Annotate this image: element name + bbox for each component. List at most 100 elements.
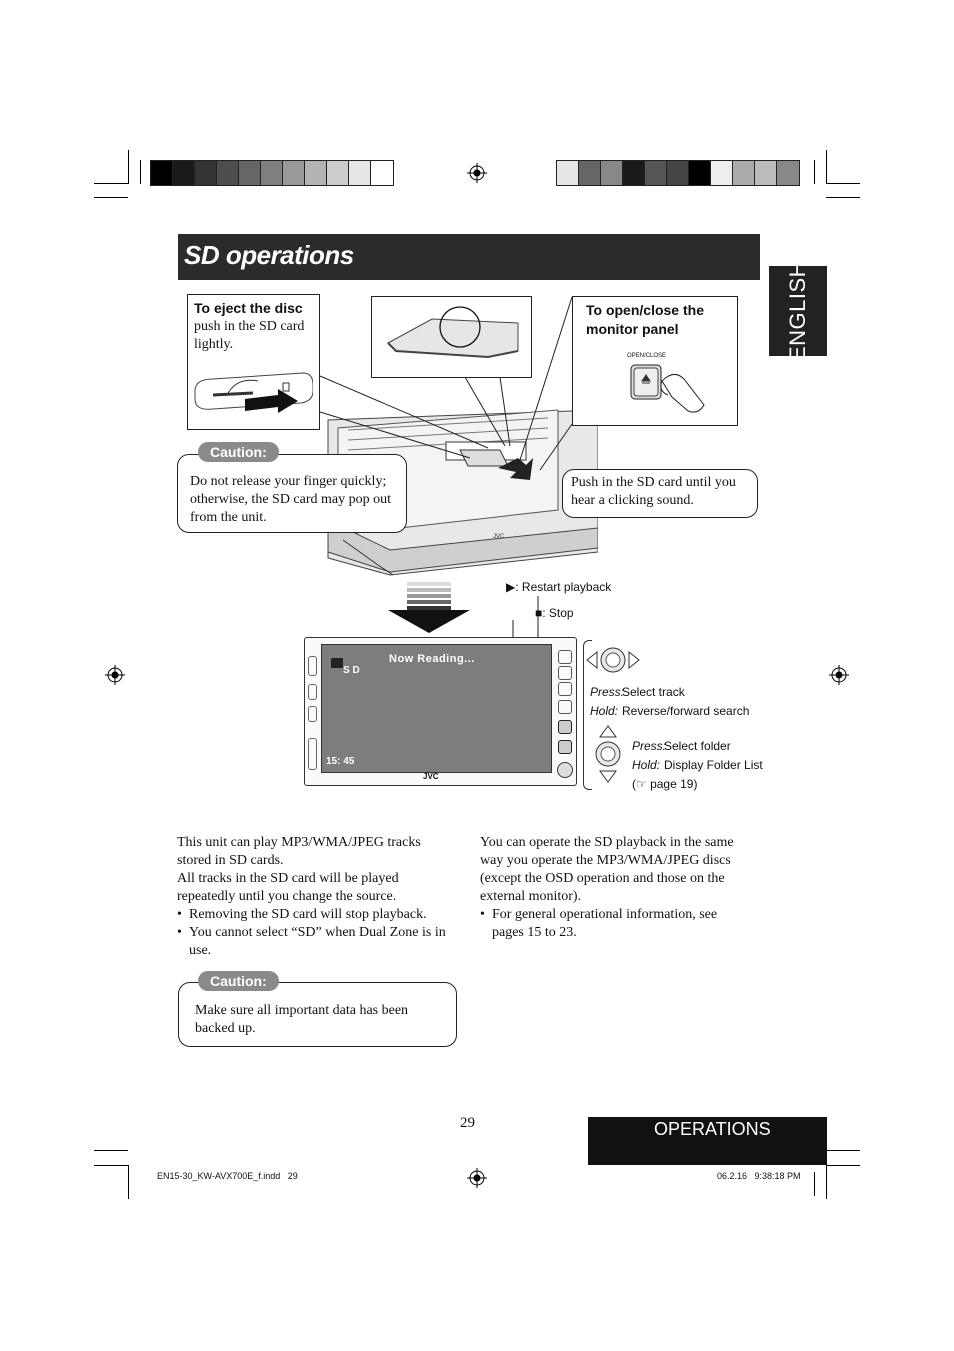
monitor-unit: S D Now Reading... 15: 45 JVC: [304, 637, 577, 786]
list-item: You cannot select “SD” when Dual Zone is…: [177, 924, 457, 960]
registration-mark-icon: [829, 665, 849, 685]
monitor-left-controls: [307, 646, 317, 776]
color-swatch: [755, 161, 777, 185]
color-swatch: [601, 161, 623, 185]
crop-mark: [128, 1165, 129, 1199]
color-swatch: [239, 161, 261, 185]
repeat-paragraph: All tracks in the SD card will be played…: [177, 871, 399, 904]
title-bar: SD operations: [178, 234, 760, 280]
monitor-button[interactable]: [558, 650, 572, 664]
crop-mark: [826, 1165, 860, 1166]
page-number: 29: [460, 1115, 475, 1131]
sd-source-icon: [331, 658, 343, 668]
caution-box-backup: Make sure all important data has been ba…: [178, 982, 457, 1047]
monitor-right-buttons: [557, 644, 573, 780]
crop-mark: [826, 197, 860, 198]
press-value-track: Select track: [622, 685, 685, 699]
caution-tag: Caution:: [198, 971, 279, 991]
registration-mark-icon: [467, 163, 487, 183]
source-label: S D: [343, 665, 360, 676]
crop-mark: [94, 197, 128, 198]
clock-label: 15: 45: [326, 756, 355, 767]
color-swatch: [371, 161, 393, 185]
list-item: Removing the SD card will stop playback.: [177, 906, 457, 924]
color-swatch: [777, 161, 799, 185]
left-right-pad-icon: [586, 647, 640, 673]
crop-mark: [826, 183, 860, 184]
svg-text:JVC: JVC: [493, 534, 505, 540]
crop-mark: [128, 150, 129, 184]
color-swatch: [557, 161, 579, 185]
hold-value-search: Reverse/forward search: [622, 704, 750, 718]
stop-button[interactable]: [558, 740, 572, 754]
crop-mark: [826, 150, 827, 184]
crop-mark: [826, 1165, 827, 1199]
play-pause-button[interactable]: [558, 720, 572, 734]
crop-mark: [814, 160, 815, 184]
color-swatch: [689, 161, 711, 185]
color-swatch: [151, 161, 173, 185]
color-swatch: [711, 161, 733, 185]
crop-mark: [140, 160, 141, 184]
color-swatch: [305, 161, 327, 185]
crop-mark: [94, 1150, 128, 1151]
registration-mark-icon: [467, 1168, 487, 1188]
page-title: SD operations: [184, 240, 354, 270]
restart-playback-label: ▶: Restart playback: [506, 580, 612, 594]
monitor-button[interactable]: [558, 666, 572, 680]
sd-card-closeup: [371, 296, 532, 378]
color-swatch: [283, 161, 305, 185]
monitor-button[interactable]: [558, 700, 572, 714]
sd-slot-push-icon: [194, 372, 313, 413]
now-reading-label: Now Reading...: [389, 653, 475, 665]
stop-label: ■: Stop: [535, 606, 574, 620]
open-close-button-icon: [630, 364, 705, 413]
right-column: You can operate the SD playback in the s…: [480, 834, 748, 942]
press-label-track: Press:: [590, 685, 625, 699]
push-in-callout: Push in the SD card until you hear a cli…: [562, 469, 758, 518]
color-swatch: [195, 161, 217, 185]
sd-card-icon: [387, 306, 519, 359]
open-close-button-label: OPEN/CLOSE: [627, 353, 667, 359]
footer-date-info: 06.2.16 9:38:18 PM: [717, 1171, 801, 1181]
color-swatch: [217, 161, 239, 185]
section-tab: OPERATIONS: [588, 1117, 827, 1165]
section-tab-label: OPERATIONS: [654, 1119, 771, 1139]
open-close-box: To open/close the monitor panel OPEN/CLO…: [572, 296, 738, 426]
crop-mark: [94, 1165, 128, 1166]
control-knob[interactable]: [557, 762, 573, 778]
control-bracket: [583, 640, 592, 790]
caution-box-unit: Do not release your finger quickly; othe…: [177, 454, 407, 533]
open-close-heading: To open/close the monitor panel: [586, 302, 704, 337]
color-swatch: [327, 161, 349, 185]
crop-mark: [94, 183, 128, 184]
up-down-pad-icon: [595, 725, 621, 783]
color-swatch: [579, 161, 601, 185]
eject-heading: To eject the disc: [194, 300, 303, 316]
right-bullet-list: For general operational information, see…: [480, 906, 748, 942]
page-reference: (☞ page 19): [632, 777, 698, 791]
caution-text-backup: Make sure all important data has been ba…: [195, 1003, 409, 1036]
intro-paragraph: This unit can play MP3/WMA/JPEG tracks s…: [177, 835, 421, 868]
language-tab: ENGLISH: [769, 261, 827, 361]
left-column: This unit can play MP3/WMA/JPEG tracks s…: [177, 834, 457, 960]
monitor-button[interactable]: [558, 682, 572, 696]
hold-label-search: Hold:: [590, 704, 619, 718]
list-item: For general operational information, see…: [480, 906, 748, 942]
caution-text-unit: Do not release your finger quickly; othe…: [190, 474, 392, 525]
color-swatch: [173, 161, 195, 185]
color-bar-left: [150, 160, 394, 186]
press-label-folder: Press:: [632, 739, 667, 753]
footer-file-info: EN15-30_KW-AVX700E_f.indd 29: [157, 1171, 298, 1181]
operation-paragraph: You can operate the SD playback in the s…: [480, 835, 734, 904]
color-swatch: [623, 161, 645, 185]
color-swatch: [261, 161, 283, 185]
language-tab-label: ENGLISH: [785, 260, 810, 362]
crop-mark: [814, 1172, 815, 1196]
press-value-folder: Select folder: [664, 739, 731, 753]
color-swatch: [733, 161, 755, 185]
hold-value-folder-list: Display Folder List: [664, 758, 763, 772]
eject-text: push in the SD card lightly.: [194, 319, 305, 352]
left-bullet-list: Removing the SD card will stop playback.…: [177, 906, 457, 960]
down-arrow-icon: [388, 582, 470, 633]
